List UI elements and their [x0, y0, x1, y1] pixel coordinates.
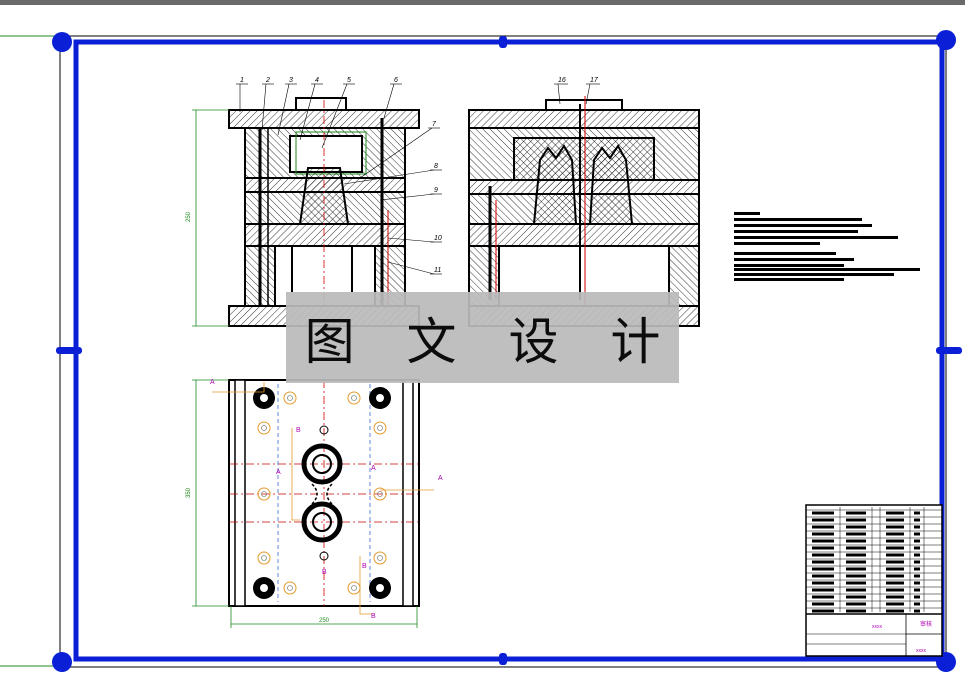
watermark: 图 文 设 计 [286, 292, 679, 383]
screw-hole [257, 551, 271, 565]
title-block: 审核 xxxx xxxx [805, 504, 943, 657]
part-number-11: 11 [434, 267, 441, 274]
ejector-hole [319, 425, 329, 435]
screw-hole [257, 487, 271, 501]
part-number-10: 10 [434, 235, 442, 242]
support-plate [244, 223, 406, 247]
cavity-ring-bottom [301, 501, 343, 543]
window-edge [0, 0, 965, 5]
section-label-b: B [296, 427, 301, 434]
width-dimension: 250 [319, 618, 330, 624]
part-number-17: 17 [590, 77, 599, 84]
title-block-label-bottom: xxxx [916, 648, 927, 654]
part-number-2: 2 [265, 77, 270, 84]
blue-frame [52, 30, 962, 672]
part-callouts: 1 2 3 4 5 6 7 8 9 10 11 [236, 77, 442, 275]
title-block-label-mid: xxxx [872, 624, 883, 630]
part-number-7: 7 [432, 121, 437, 128]
front-section-view: 250 1 2 3 4 5 6 7 8 9 10 11 [186, 77, 442, 327]
part-number-4: 4 [315, 77, 319, 84]
watermark-text: 图 文 设 计 [304, 312, 679, 371]
screw-hole [373, 551, 387, 565]
title-block-label-top: 审核 [920, 620, 932, 628]
height-dimension: 250 [186, 211, 192, 222]
part-number-16: 16 [558, 77, 566, 84]
section-label-b: B [322, 569, 327, 576]
part-number-6: 6 [394, 77, 398, 84]
plan-view: 250 350 A A B B A A B B [186, 379, 443, 628]
section-label-b: B [371, 613, 376, 620]
section-label-a: A [276, 469, 281, 476]
section-label-a: A [210, 379, 215, 386]
part-number-5: 5 [347, 77, 351, 84]
screw-hole [373, 421, 387, 435]
part-number-8: 8 [434, 163, 438, 170]
ejector-hole [319, 551, 329, 561]
technical-notes [734, 212, 920, 281]
screw-hole [347, 391, 361, 405]
outer-frame [0, 35, 60, 667]
cavity-ring-top [301, 443, 343, 485]
screw-hole [257, 421, 271, 435]
part-number-1: 1 [240, 77, 244, 84]
screw-hole [283, 581, 297, 595]
section-label-a: A [438, 475, 443, 482]
section-label-a: A [371, 465, 376, 472]
bolt-holes [253, 387, 391, 599]
part-number-3: 3 [289, 77, 293, 84]
screw-hole [283, 391, 297, 405]
height-dimension: 350 [186, 487, 192, 498]
part-number-9: 9 [434, 187, 438, 194]
locating-ring [295, 97, 347, 111]
screw-hole [373, 487, 387, 501]
section-label-b: B [362, 563, 367, 570]
section-labels: A A B B A A B B [210, 379, 443, 620]
cavity-insert [289, 135, 363, 173]
